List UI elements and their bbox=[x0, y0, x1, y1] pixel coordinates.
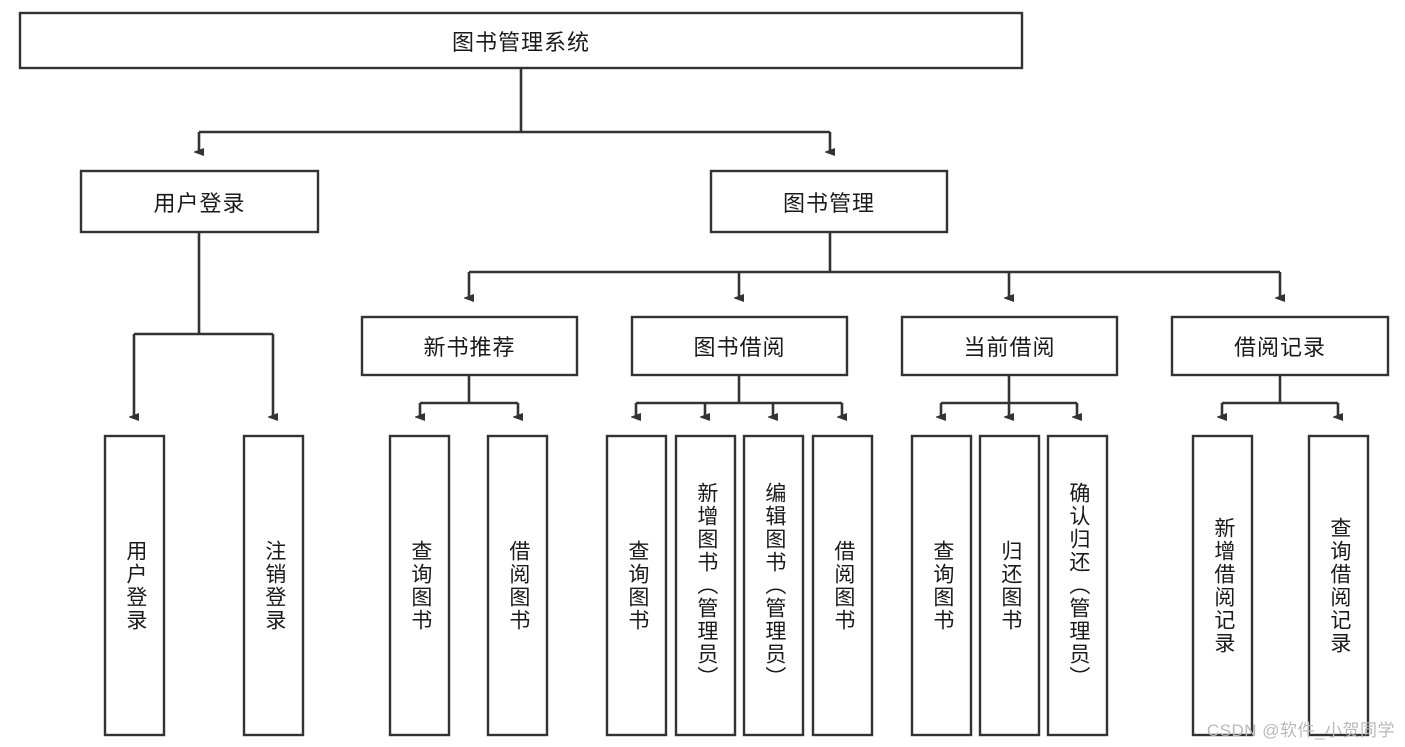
connector-group-current-borrow bbox=[941, 375, 1077, 417]
connector-group-user-login bbox=[134, 232, 273, 417]
connector-group-borrow-record bbox=[1222, 375, 1338, 417]
node-root-book-management-system[interactable] bbox=[18, 11, 1024, 70]
node-leaf-new-books-2[interactable] bbox=[486, 434, 549, 737]
connector-group-root bbox=[199, 68, 830, 152]
node-leaf-current-borrow-1[interactable] bbox=[910, 434, 973, 737]
node-leaf-current-borrow-2[interactable] bbox=[978, 434, 1041, 737]
node-leaf-borrow-record-2[interactable] bbox=[1307, 434, 1370, 737]
node-leaf-book-borrow-2[interactable] bbox=[674, 434, 737, 737]
node-leaf-book-borrow-1[interactable] bbox=[605, 434, 668, 737]
node-leaf-new-books-1[interactable] bbox=[388, 434, 451, 737]
node-new-book-recommendation[interactable] bbox=[360, 315, 579, 377]
node-book-borrowing[interactable] bbox=[630, 315, 849, 377]
node-leaf-user-login-2[interactable] bbox=[242, 434, 305, 737]
connector-group-book-borrow bbox=[636, 375, 842, 417]
node-borrow-record[interactable] bbox=[1170, 315, 1390, 377]
node-leaf-current-borrow-3[interactable] bbox=[1046, 434, 1109, 737]
node-book-management[interactable] bbox=[709, 169, 949, 234]
node-user-login[interactable] bbox=[79, 169, 320, 234]
node-current-borrowing[interactable] bbox=[900, 315, 1119, 377]
node-leaf-book-borrow-3[interactable] bbox=[742, 434, 805, 737]
node-leaf-user-login-1[interactable] bbox=[103, 434, 166, 737]
node-leaf-borrow-record-1[interactable] bbox=[1191, 434, 1254, 737]
connector-group-new-books bbox=[420, 375, 518, 417]
node-leaf-book-borrow-4[interactable] bbox=[811, 434, 874, 737]
connector-group-book-management bbox=[469, 232, 1280, 298]
